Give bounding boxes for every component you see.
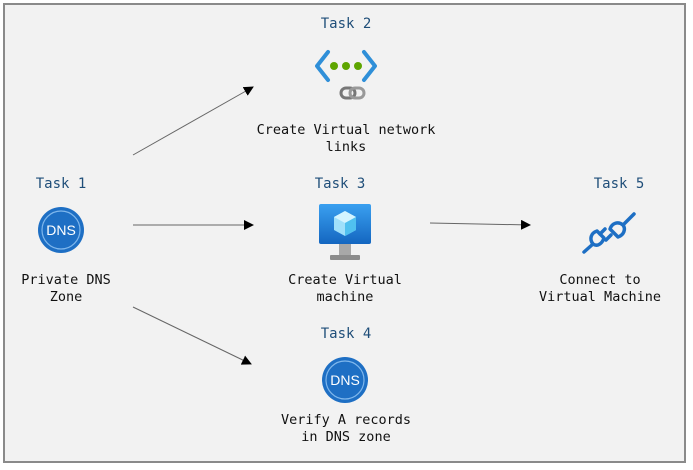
- task3-caption: Create Virtual machine: [288, 272, 402, 306]
- task2-label: Task 2: [320, 16, 372, 32]
- task2-caption-line2: links: [325, 139, 367, 155]
- arrow-task1-to-task2: [132, 86, 254, 156]
- task1-caption-line2: Zone: [49, 289, 83, 305]
- task3-caption-line1: Create Virtual: [288, 272, 402, 288]
- arrow-task3-to-task5: [429, 219, 531, 230]
- dns-icon-text: DNS: [46, 222, 76, 238]
- dns-icon-text: DNS: [330, 372, 360, 388]
- arrow-task1-to-task4: [132, 306, 252, 365]
- connection-plug-icon: [582, 212, 636, 254]
- task2-caption: Create Virtual network links: [257, 122, 436, 156]
- task5-label: Task 5: [593, 176, 645, 192]
- task3-caption-line2: machine: [316, 289, 374, 305]
- task5-caption-line2: Virtual Machine: [539, 289, 661, 305]
- task4-caption: Verify A records in DNS zone: [281, 412, 411, 446]
- task1-label: Task 1: [35, 176, 87, 192]
- task4-caption-line2: in DNS zone: [301, 429, 391, 445]
- virtual-machine-icon: [319, 204, 371, 260]
- dns-icon: DNS: [38, 207, 84, 253]
- task1-caption-line1: Private DNS: [21, 272, 111, 288]
- task3-label: Task 3: [314, 176, 366, 192]
- virtual-network-link-icon: [315, 50, 377, 100]
- task5-caption: Connect to Virtual Machine: [539, 272, 661, 306]
- task1-caption: Private DNS Zone: [21, 272, 110, 306]
- task4-caption-line1: Verify A records: [280, 412, 412, 428]
- task4-label: Task 4: [320, 326, 372, 342]
- dns-icon: DNS: [322, 357, 368, 403]
- task5-caption-line1: Connect to: [559, 272, 641, 288]
- task2-caption-line1: Create Virtual network: [256, 122, 436, 138]
